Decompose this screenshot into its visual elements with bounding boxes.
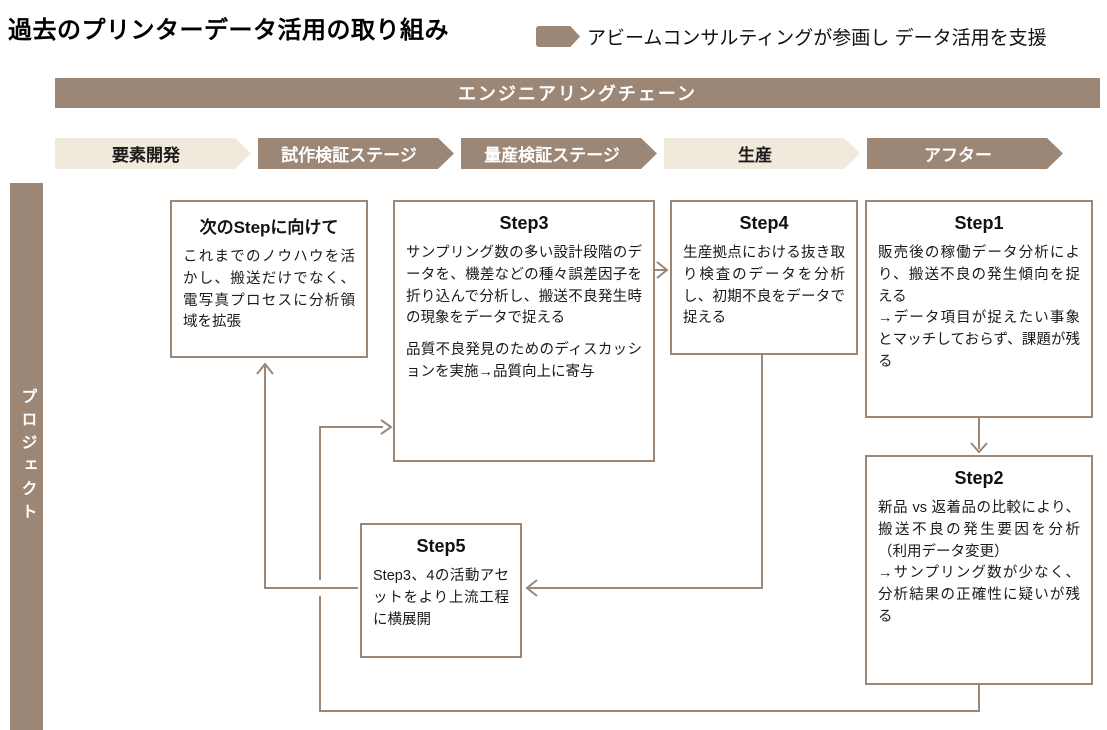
stage-after-sales: アフター [867, 138, 1063, 169]
highlight-arrow-icon [536, 26, 580, 47]
box-step2-title: Step2 [954, 468, 1004, 488]
page-title: 過去のプリンターデータ活用の取り組み [8, 17, 449, 44]
box-step4-title: Step4 [739, 213, 789, 233]
box-next-step: 次のStepに向けて これまでのノウハウを活かし、搬送だけでなく、電写真プロセス… [170, 200, 368, 358]
engineering-chain-label: エンジニアリングチェーン [457, 84, 698, 104]
connector-step1-to-step2 [970, 418, 988, 454]
box-next-step-body: これまでのノウハウを活かし、搬送だけでなく、電写真プロセスに分析領域を拡張 [183, 249, 355, 331]
box-step2: Step2 新品 vs 返着品の比較により、搬送不良の発生要因を分析（利用データ… [865, 455, 1093, 685]
box-step5: Step5 Step3、4の活動アセットをより上流工程に横展開 [360, 523, 522, 658]
box-step3-body-2: 品質不良発見のためのディスカッションを実施→品質向上に寄与 [406, 342, 642, 380]
legend-label: アビームコンサルティングが参画し データ活用を支援 [587, 28, 1047, 49]
engineering-chain-header: エンジニアリングチェーン [55, 78, 1100, 108]
connector-step5-to-next-step [256, 362, 358, 589]
stage-arrow-row: 要素開発 試作検証ステージ 量産検証ステージ 生産 アフター [55, 138, 1063, 169]
connector-step3-to-step4 [655, 261, 669, 279]
box-step1-body: 販売後の稼働データ分析により、搬送不良の発生傾向を捉える →データ項目が捉えたい… [878, 245, 1080, 370]
project-side-bar: プロジェクト [10, 183, 43, 730]
stage-production: 生産 [664, 138, 860, 169]
box-step3-title: Step3 [499, 213, 549, 233]
box-step1-title: Step1 [954, 213, 1004, 233]
box-next-step-title: 次のStepに向けて [199, 218, 339, 237]
project-side-label: プロジェクト [18, 387, 36, 526]
box-step5-body: Step3、4の活動アセットをより上流工程に横展開 [373, 568, 509, 628]
box-step3: Step3 サンプリング数の多い設計段階のデータを、機差などの種々誤差因子を折り… [393, 200, 655, 462]
stage-element-development: 要素開発 [55, 138, 251, 169]
stage-mass-production-verification: 量産検証ステージ [461, 138, 657, 169]
box-step2-body: 新品 vs 返着品の比較により、搬送不良の発生要因を分析（利用データ変更） →サ… [878, 500, 1080, 625]
stage-prototype-verification: 試作検証ステージ [258, 138, 454, 169]
box-step4-body: 生産拠点における抜き取り検査のデータを分析し、初期不良をデータで捉える [683, 245, 845, 327]
box-step1: Step1 販売後の稼働データ分析により、搬送不良の発生傾向を捉える →データ項… [865, 200, 1093, 418]
legend: アビームコンサルティングが参画し データ活用を支援 [536, 23, 1047, 50]
box-step3-body-1: サンプリング数の多い設計段階のデータを、機差などの種々誤差因子を折り込んで分析し… [406, 245, 642, 327]
box-step5-title: Step5 [416, 536, 466, 556]
box-step4: Step4 生産拠点における抜き取り検査のデータを分析し、初期不良をデータで捉え… [670, 200, 858, 355]
